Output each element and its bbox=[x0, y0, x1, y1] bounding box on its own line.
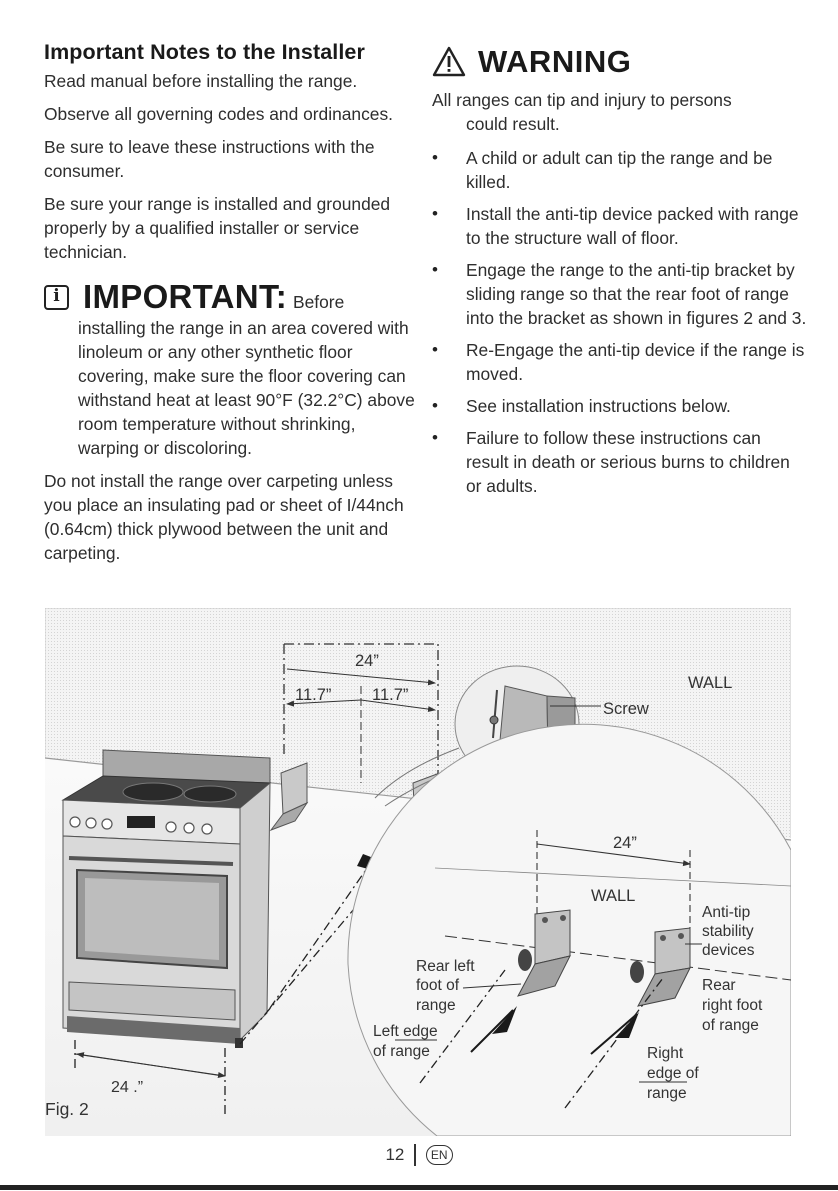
warning-item: See installation instructions below. bbox=[432, 394, 808, 418]
figure-label: Fig. 2 bbox=[45, 1099, 89, 1119]
carpeting-note: Do not install the range over carpeting … bbox=[44, 471, 404, 563]
note-paragraph: Be sure your range is installed and grou… bbox=[44, 194, 391, 262]
bottom-dimension-label: 24 .” bbox=[111, 1079, 143, 1096]
rear-left-foot-label: range bbox=[416, 997, 456, 1014]
footer-divider bbox=[414, 1144, 416, 1166]
note-paragraph: Read manual before installing the range. bbox=[44, 71, 358, 91]
anti-tip-bracket-left bbox=[269, 762, 309, 832]
important-label: IMPORTANT: bbox=[83, 278, 288, 315]
note-paragraph: Observe all governing codes and ordinanc… bbox=[44, 104, 393, 124]
warning-heading: WARNING bbox=[432, 44, 808, 80]
page-number: 12 bbox=[385, 1145, 405, 1164]
rear-right-foot-label: Rear bbox=[702, 977, 736, 994]
warning-item: Failure to follow these instructions can… bbox=[432, 426, 808, 498]
dimension-total-label: 24” bbox=[355, 652, 379, 670]
warning-item: Engage the range to the anti-tip bracket… bbox=[432, 258, 808, 330]
info-icon: i bbox=[44, 285, 69, 310]
dimension-half-left-label: 11.7” bbox=[295, 686, 331, 704]
important-heading: i IMPORTANT: Before bbox=[44, 278, 416, 316]
warning-item: A child or adult can tip the range and b… bbox=[432, 146, 808, 194]
warning-label: WARNING bbox=[478, 44, 632, 79]
figure-drawing: 24” 11.7” 11.7” Screw WALL bbox=[44, 607, 792, 1137]
dimension-half-right-label: 11.7” bbox=[372, 686, 408, 704]
warning-item: Install the anti-tip device packed with … bbox=[432, 202, 808, 250]
wall-label-top: WALL bbox=[688, 674, 732, 692]
wall-label-inset: WALL bbox=[591, 887, 635, 905]
note-paragraph: Be sure to leave these instructions with… bbox=[44, 137, 375, 181]
left-edge-label: of range bbox=[373, 1043, 430, 1060]
important-lead: Before bbox=[293, 292, 345, 312]
warning-triangle-icon bbox=[432, 46, 466, 77]
left-edge-label: Left edge bbox=[373, 1023, 438, 1040]
anti-tip-label-line: devices bbox=[702, 942, 755, 959]
dimension-inset-label: 24” bbox=[613, 834, 637, 852]
rear-left-foot-label: foot of bbox=[416, 977, 460, 994]
important-text: installing the range in an area covered … bbox=[78, 318, 415, 458]
installation-figure: 24” 11.7” 11.7” Screw WALL bbox=[44, 607, 792, 1137]
page-footer: 12 EN bbox=[0, 1140, 838, 1170]
installer-notes-title: Important Notes to the Installer bbox=[44, 40, 365, 64]
right-edge-label: edge of bbox=[647, 1065, 699, 1082]
bottom-rule bbox=[0, 1185, 838, 1190]
rear-right-foot-label: right foot bbox=[702, 997, 763, 1014]
screw-label: Screw bbox=[603, 700, 649, 718]
rear-left-foot-label: Rear left bbox=[416, 958, 475, 975]
rear-right-foot-label: of range bbox=[702, 1017, 759, 1034]
anti-tip-label-line: stability bbox=[702, 923, 754, 940]
installer-notes-column: Important Notes to the Installer Read ma… bbox=[44, 40, 416, 574]
warning-item: Re-Engage the anti-tip device if the ran… bbox=[432, 338, 808, 386]
right-edge-label: Right bbox=[647, 1045, 684, 1062]
warning-list: A child or adult can tip the range and b… bbox=[432, 146, 808, 498]
top-dimension bbox=[283, 643, 439, 808]
range-appliance bbox=[61, 749, 272, 1048]
anti-tip-label-line: Anti-tip bbox=[702, 904, 750, 921]
right-edge-label: range bbox=[647, 1085, 687, 1102]
warning-column: WARNING All ranges can tip and injury to… bbox=[432, 40, 808, 506]
warning-intro: All ranges can tip and injury to persons… bbox=[432, 90, 732, 134]
language-badge: EN bbox=[425, 1145, 453, 1165]
inset-detail bbox=[347, 723, 792, 1137]
